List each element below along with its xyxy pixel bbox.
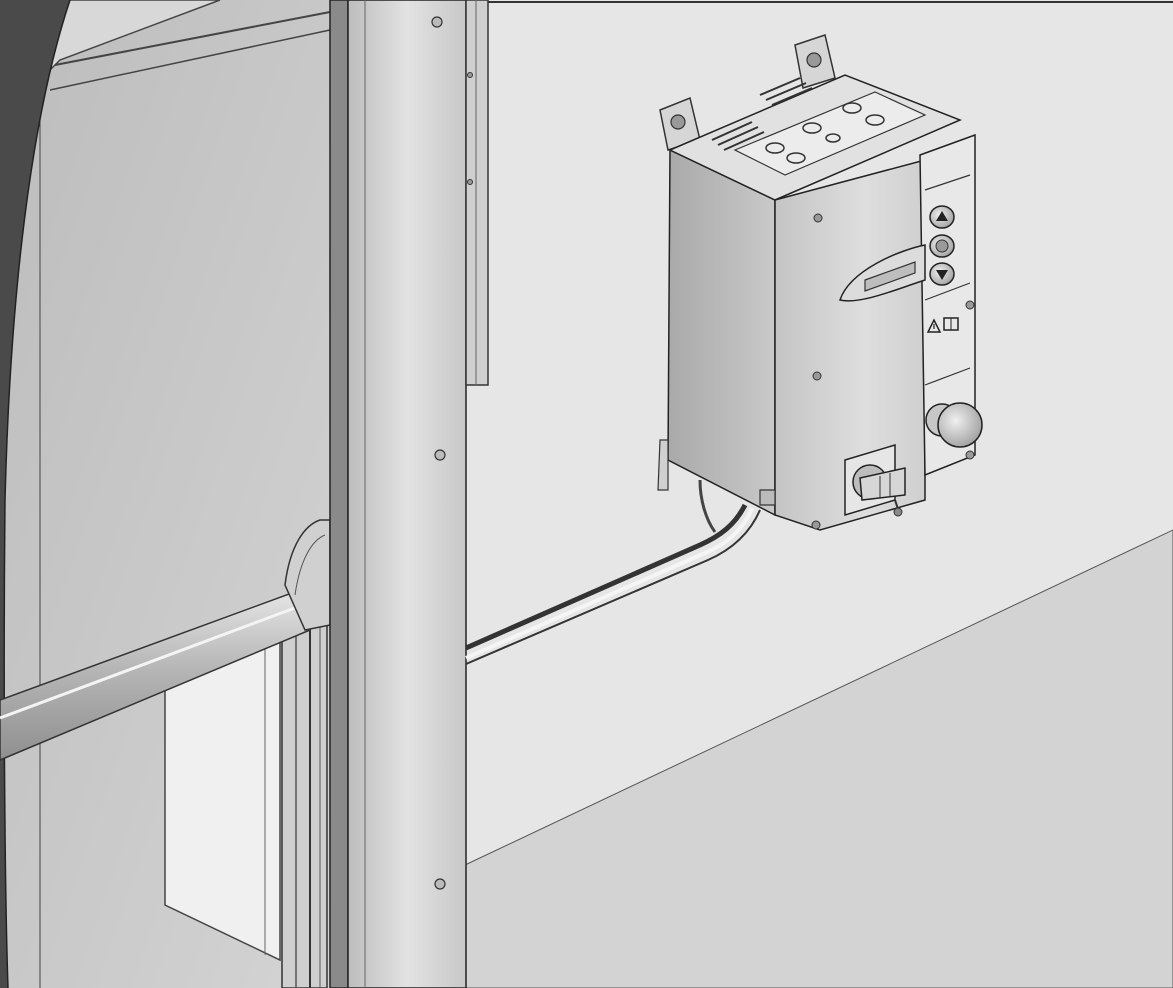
key-icon — [859, 467, 906, 501]
bottom-bar — [0, 519, 331, 761]
control-box — [657, 34, 983, 531]
vent-grille — [711, 77, 813, 151]
lower-door-leaf — [164, 639, 281, 962]
guide-rail — [281, 619, 328, 988]
manual-book-icon — [943, 317, 959, 331]
warning-icon — [926, 318, 942, 333]
cable-knockouts — [765, 102, 885, 164]
emergency-stop-button[interactable] — [925, 402, 983, 448]
triangle-down-icon — [936, 270, 948, 280]
stop-button[interactable] — [929, 234, 955, 258]
down-button[interactable] — [929, 262, 955, 286]
screw — [434, 878, 446, 890]
key-switch[interactable] — [844, 443, 906, 517]
display-bezel — [839, 244, 926, 302]
display-screen — [864, 261, 916, 292]
mounting-bracket — [794, 34, 836, 89]
up-button[interactable] — [929, 205, 955, 229]
screw — [431, 16, 443, 28]
vertical-post — [329, 0, 489, 988]
triangle-up-icon — [936, 211, 948, 221]
circle-icon — [935, 239, 949, 253]
mounting-bracket — [657, 439, 669, 491]
dark-band — [0, 0, 70, 988]
screw — [434, 449, 446, 461]
cable-duct — [464, 479, 761, 665]
